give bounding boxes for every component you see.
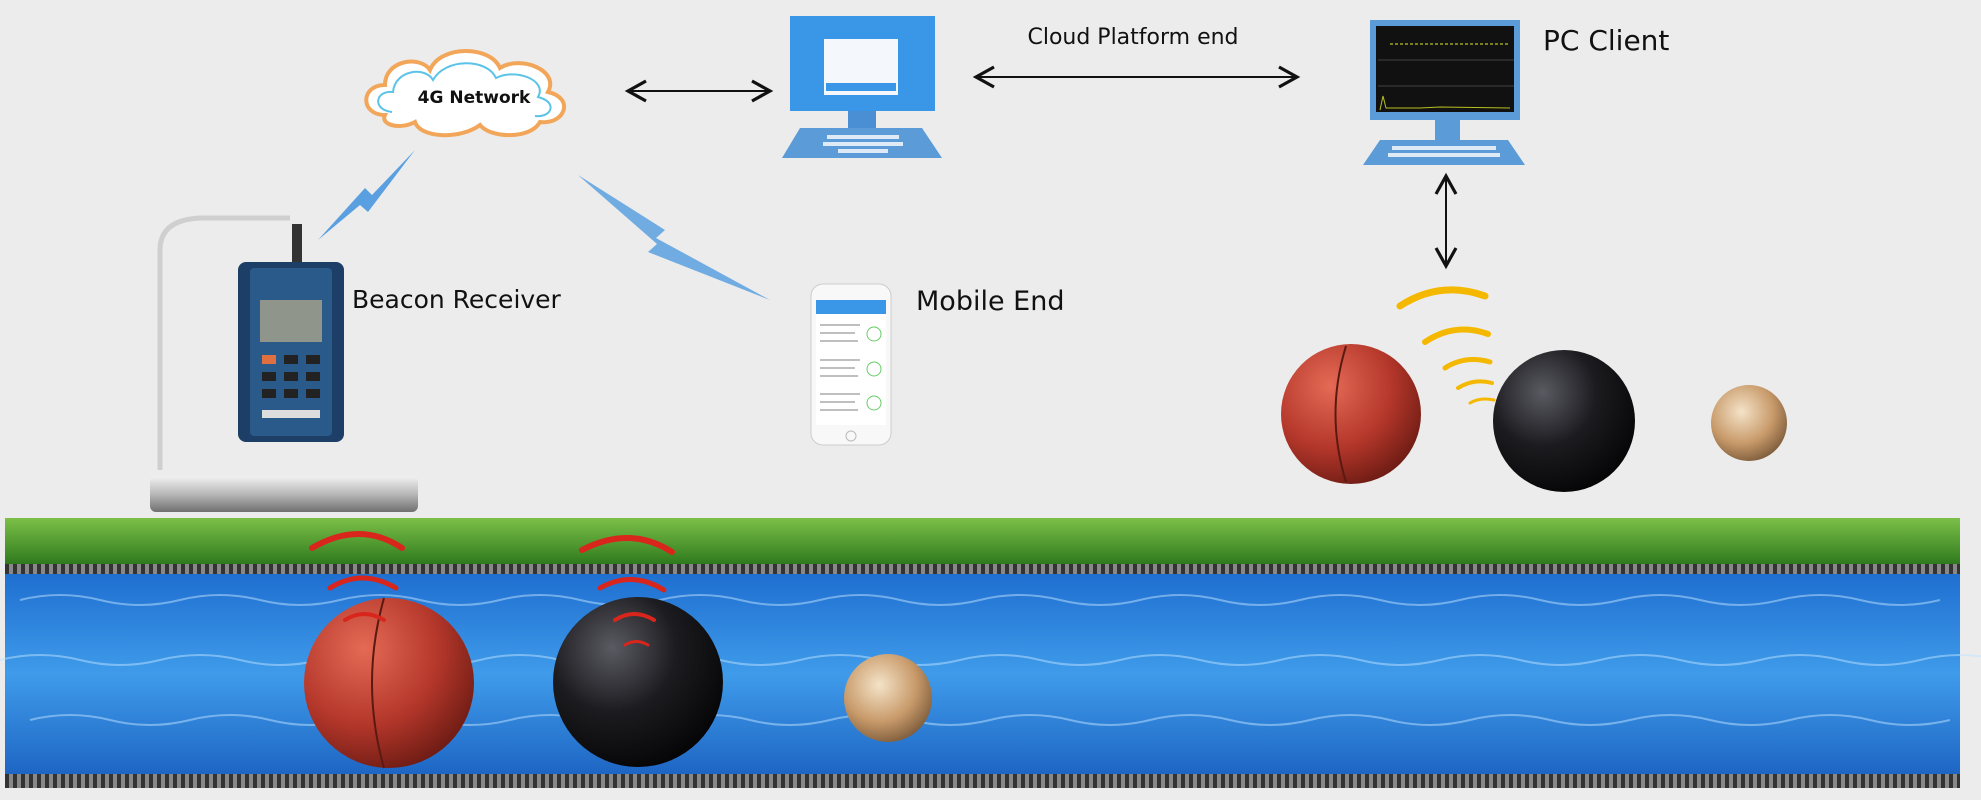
pc-client-computer-icon bbox=[1363, 20, 1525, 165]
pipe-wall-top bbox=[5, 564, 1960, 574]
cloud-platform-computer-icon bbox=[782, 16, 942, 158]
pc-client-label: PC Client bbox=[1543, 24, 1669, 57]
ground-grass bbox=[5, 518, 1960, 564]
cloud-4g-network: 4G Network bbox=[364, 49, 567, 138]
red-beacon-ball-underwater bbox=[304, 598, 474, 768]
receiver-probe bbox=[150, 476, 418, 512]
signal-arcs-icon bbox=[1396, 286, 1496, 405]
black-beacon-ball-underwater bbox=[553, 597, 723, 767]
wireless-signal-icon bbox=[318, 150, 415, 240]
cloud-platform-label: Cloud Platform end bbox=[1027, 25, 1238, 50]
small-beacon-ball-underwater bbox=[844, 654, 932, 742]
pipe-wall-bottom bbox=[5, 774, 1960, 788]
black-beacon-ball bbox=[1493, 350, 1635, 492]
wireless-signal-icon bbox=[578, 175, 770, 300]
red-signal-arcs-icon bbox=[309, 531, 675, 647]
network-label: 4G Network bbox=[418, 88, 531, 108]
mobile-end-label: Mobile End bbox=[916, 286, 1064, 317]
red-beacon-ball bbox=[1281, 344, 1421, 484]
beacon-receiver-device bbox=[157, 215, 344, 470]
beacon-receiver-label: Beacon Receiver bbox=[352, 285, 562, 314]
mobile-phone-icon bbox=[810, 283, 892, 446]
small-beacon-ball bbox=[1711, 385, 1787, 461]
